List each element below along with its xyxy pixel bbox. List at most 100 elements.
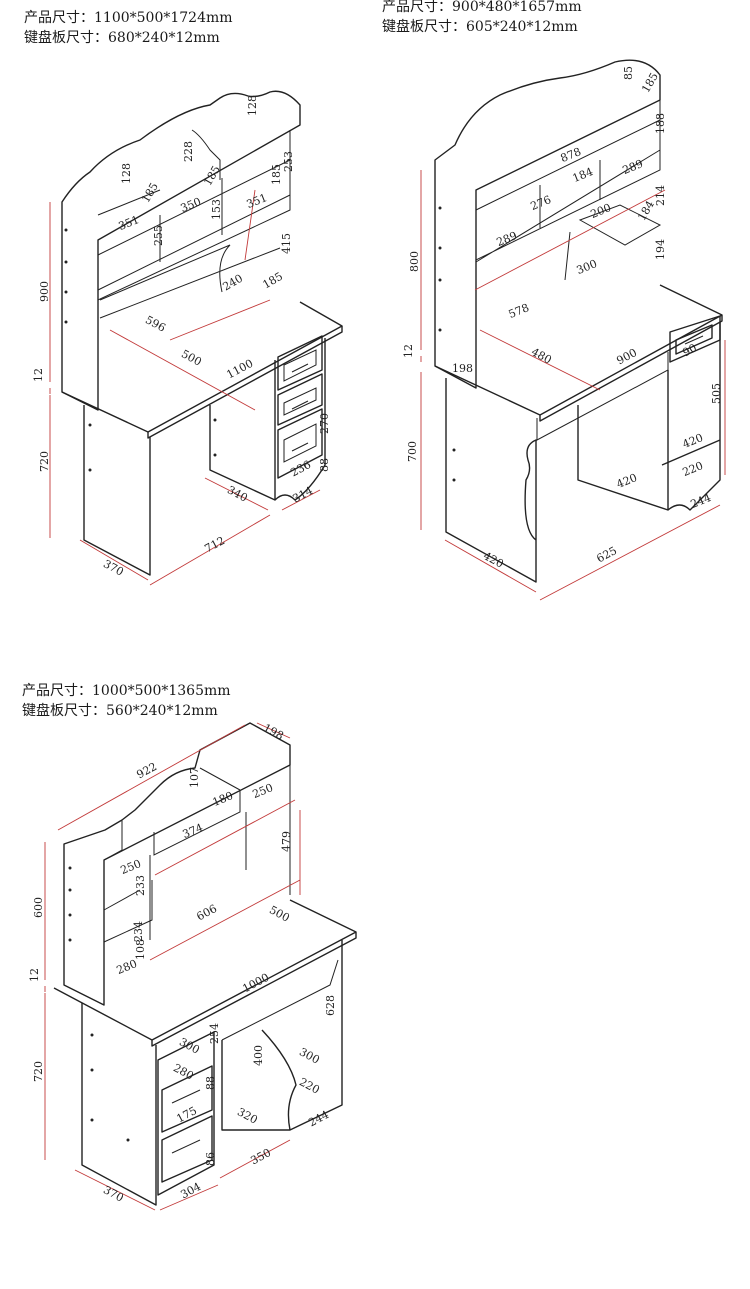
dim-label: 350 (248, 1146, 273, 1167)
dim-label: 625 (594, 544, 619, 565)
drawer-handle (684, 335, 704, 345)
dim-label: 128 (120, 163, 133, 184)
desk-1-specs: 产品尺寸：1100*500*1724mm 键盘板尺寸：680*240*12mm (24, 8, 233, 48)
dim-label: 250 (251, 781, 275, 801)
dim-label: 194 (654, 239, 667, 260)
dim-label: 479 (280, 831, 293, 852)
keyboard-tray (536, 352, 669, 441)
dim-label: 244 (689, 491, 713, 511)
keyboard-tray (99, 244, 281, 319)
dim-label: 300 (177, 1035, 202, 1056)
dim-label: 185 (260, 270, 285, 292)
desk-2-specs: 产品尺寸：900*480*1657mm 键盘板尺寸：605*240*12mm (382, 0, 582, 37)
left-panel (83, 405, 151, 576)
dim-label: 108 (134, 939, 147, 960)
dim-label: 700 (406, 441, 419, 462)
hutch-shelves (475, 100, 661, 263)
keyboard-size-label: 键盘板尺寸：560*240*12mm (22, 703, 218, 719)
dim-label: 198 (261, 721, 286, 742)
dim-label: 175 (174, 1104, 199, 1125)
dim-label: 276 (529, 193, 553, 213)
dim-label: 250 (119, 857, 143, 877)
hutch-dividers (97, 129, 221, 216)
right-panel (577, 322, 721, 511)
dim-label: 107 (188, 767, 201, 788)
desk-1-drawing: 128 228 253 128 185 185 351 350 351 185 … (32, 90, 343, 586)
dim-label: 270 (318, 413, 331, 434)
desk-3-drawing: 198 922 107 180 250 374 479 250 233 600 … (28, 721, 357, 1211)
dim-label: 596 (143, 313, 168, 334)
dim-label: 400 (252, 1045, 265, 1066)
dim-label: 234 (132, 921, 145, 942)
dim-label: 600 (32, 897, 45, 918)
drawer-fronts (161, 1065, 213, 1183)
dim-label: 244 (306, 1108, 331, 1129)
dim-label: 720 (38, 451, 51, 472)
keyboard-size-label: 键盘板尺寸：680*240*12mm (24, 30, 220, 46)
hutch-panels (149, 765, 291, 940)
dim-label: 185 (270, 164, 283, 185)
dim-label: 720 (32, 1061, 45, 1082)
drawer-handles (291, 363, 309, 452)
keyboard-tray (221, 959, 339, 1041)
dim-label: 185 (139, 180, 161, 205)
dim-label: 1100 (224, 357, 255, 382)
left-panel (445, 378, 537, 583)
dim-label: 374 (181, 821, 205, 841)
hutch-shelves (103, 767, 241, 943)
hutch-outline (434, 59, 661, 389)
dim-label: 300 (575, 257, 599, 277)
dim-label: 200 (589, 201, 613, 221)
desk-top (434, 284, 723, 422)
pedestal (209, 338, 326, 501)
dim-label: 198 (452, 362, 473, 375)
dim-label: 180 (211, 789, 235, 809)
dim-label: 900 (38, 281, 51, 302)
dim-label: 922 (134, 760, 159, 781)
drawer-stack (157, 1031, 215, 1196)
dim-label: 900 (614, 346, 639, 367)
left-panel (81, 1003, 157, 1206)
dim-label: 500 (179, 347, 204, 368)
dim-label: 415 (280, 233, 293, 254)
dim-label: 712 (202, 534, 227, 555)
hutch-shelves (97, 159, 291, 291)
desk-2-drawing: 85 185 188 878 289 184 276 200 214 184 1… (402, 59, 726, 601)
dim-label: 214 (654, 185, 667, 206)
dim-label: 12 (402, 344, 415, 358)
dim-label: 480 (529, 345, 554, 366)
dim-label: 578 (507, 301, 531, 321)
dim-label: 255 (152, 225, 165, 246)
desk-top (53, 899, 357, 1047)
dim-label: 153 (210, 199, 223, 220)
dim-label: 289 (621, 157, 645, 177)
dim-label: 800 (408, 251, 421, 272)
product-size-label: 产品尺寸：900*480*1657mm (382, 0, 582, 15)
dim-label: 606 (194, 902, 219, 923)
dim-label: 240 (220, 272, 245, 294)
hutch-inner (97, 130, 291, 301)
dim-label: 188 (654, 113, 667, 134)
dim-label: 300 (297, 1045, 322, 1066)
keyboard-size-label: 键盘板尺寸：605*240*12mm (382, 19, 578, 35)
hutch-outline (61, 90, 301, 411)
product-size-label: 产品尺寸：1100*500*1724mm (24, 10, 233, 26)
dim-label: 86 (204, 1152, 217, 1166)
dim-label: 88 (204, 1076, 217, 1090)
drawer-fronts (277, 335, 323, 479)
dim-label: 351 (245, 191, 269, 211)
dim-label: 88 (318, 458, 331, 472)
dim-label: 185 (639, 70, 661, 95)
dim-label: 12 (28, 968, 41, 982)
dim-label: 12 (32, 368, 45, 382)
dim-label: 320 (235, 1105, 260, 1126)
dim-label: 90 (680, 341, 698, 359)
dim-label: 314 (290, 484, 315, 505)
product-size-label: 产品尺寸：1000*500*1365mm (22, 683, 231, 699)
dim-label: 184 (571, 165, 595, 185)
dim-label: 220 (681, 459, 705, 479)
drawer-handles (171, 1089, 201, 1154)
desk-3-specs: 产品尺寸：1000*500*1365mm 键盘板尺寸：560*240*12mm (22, 681, 231, 721)
drawer-panels (283, 349, 317, 463)
